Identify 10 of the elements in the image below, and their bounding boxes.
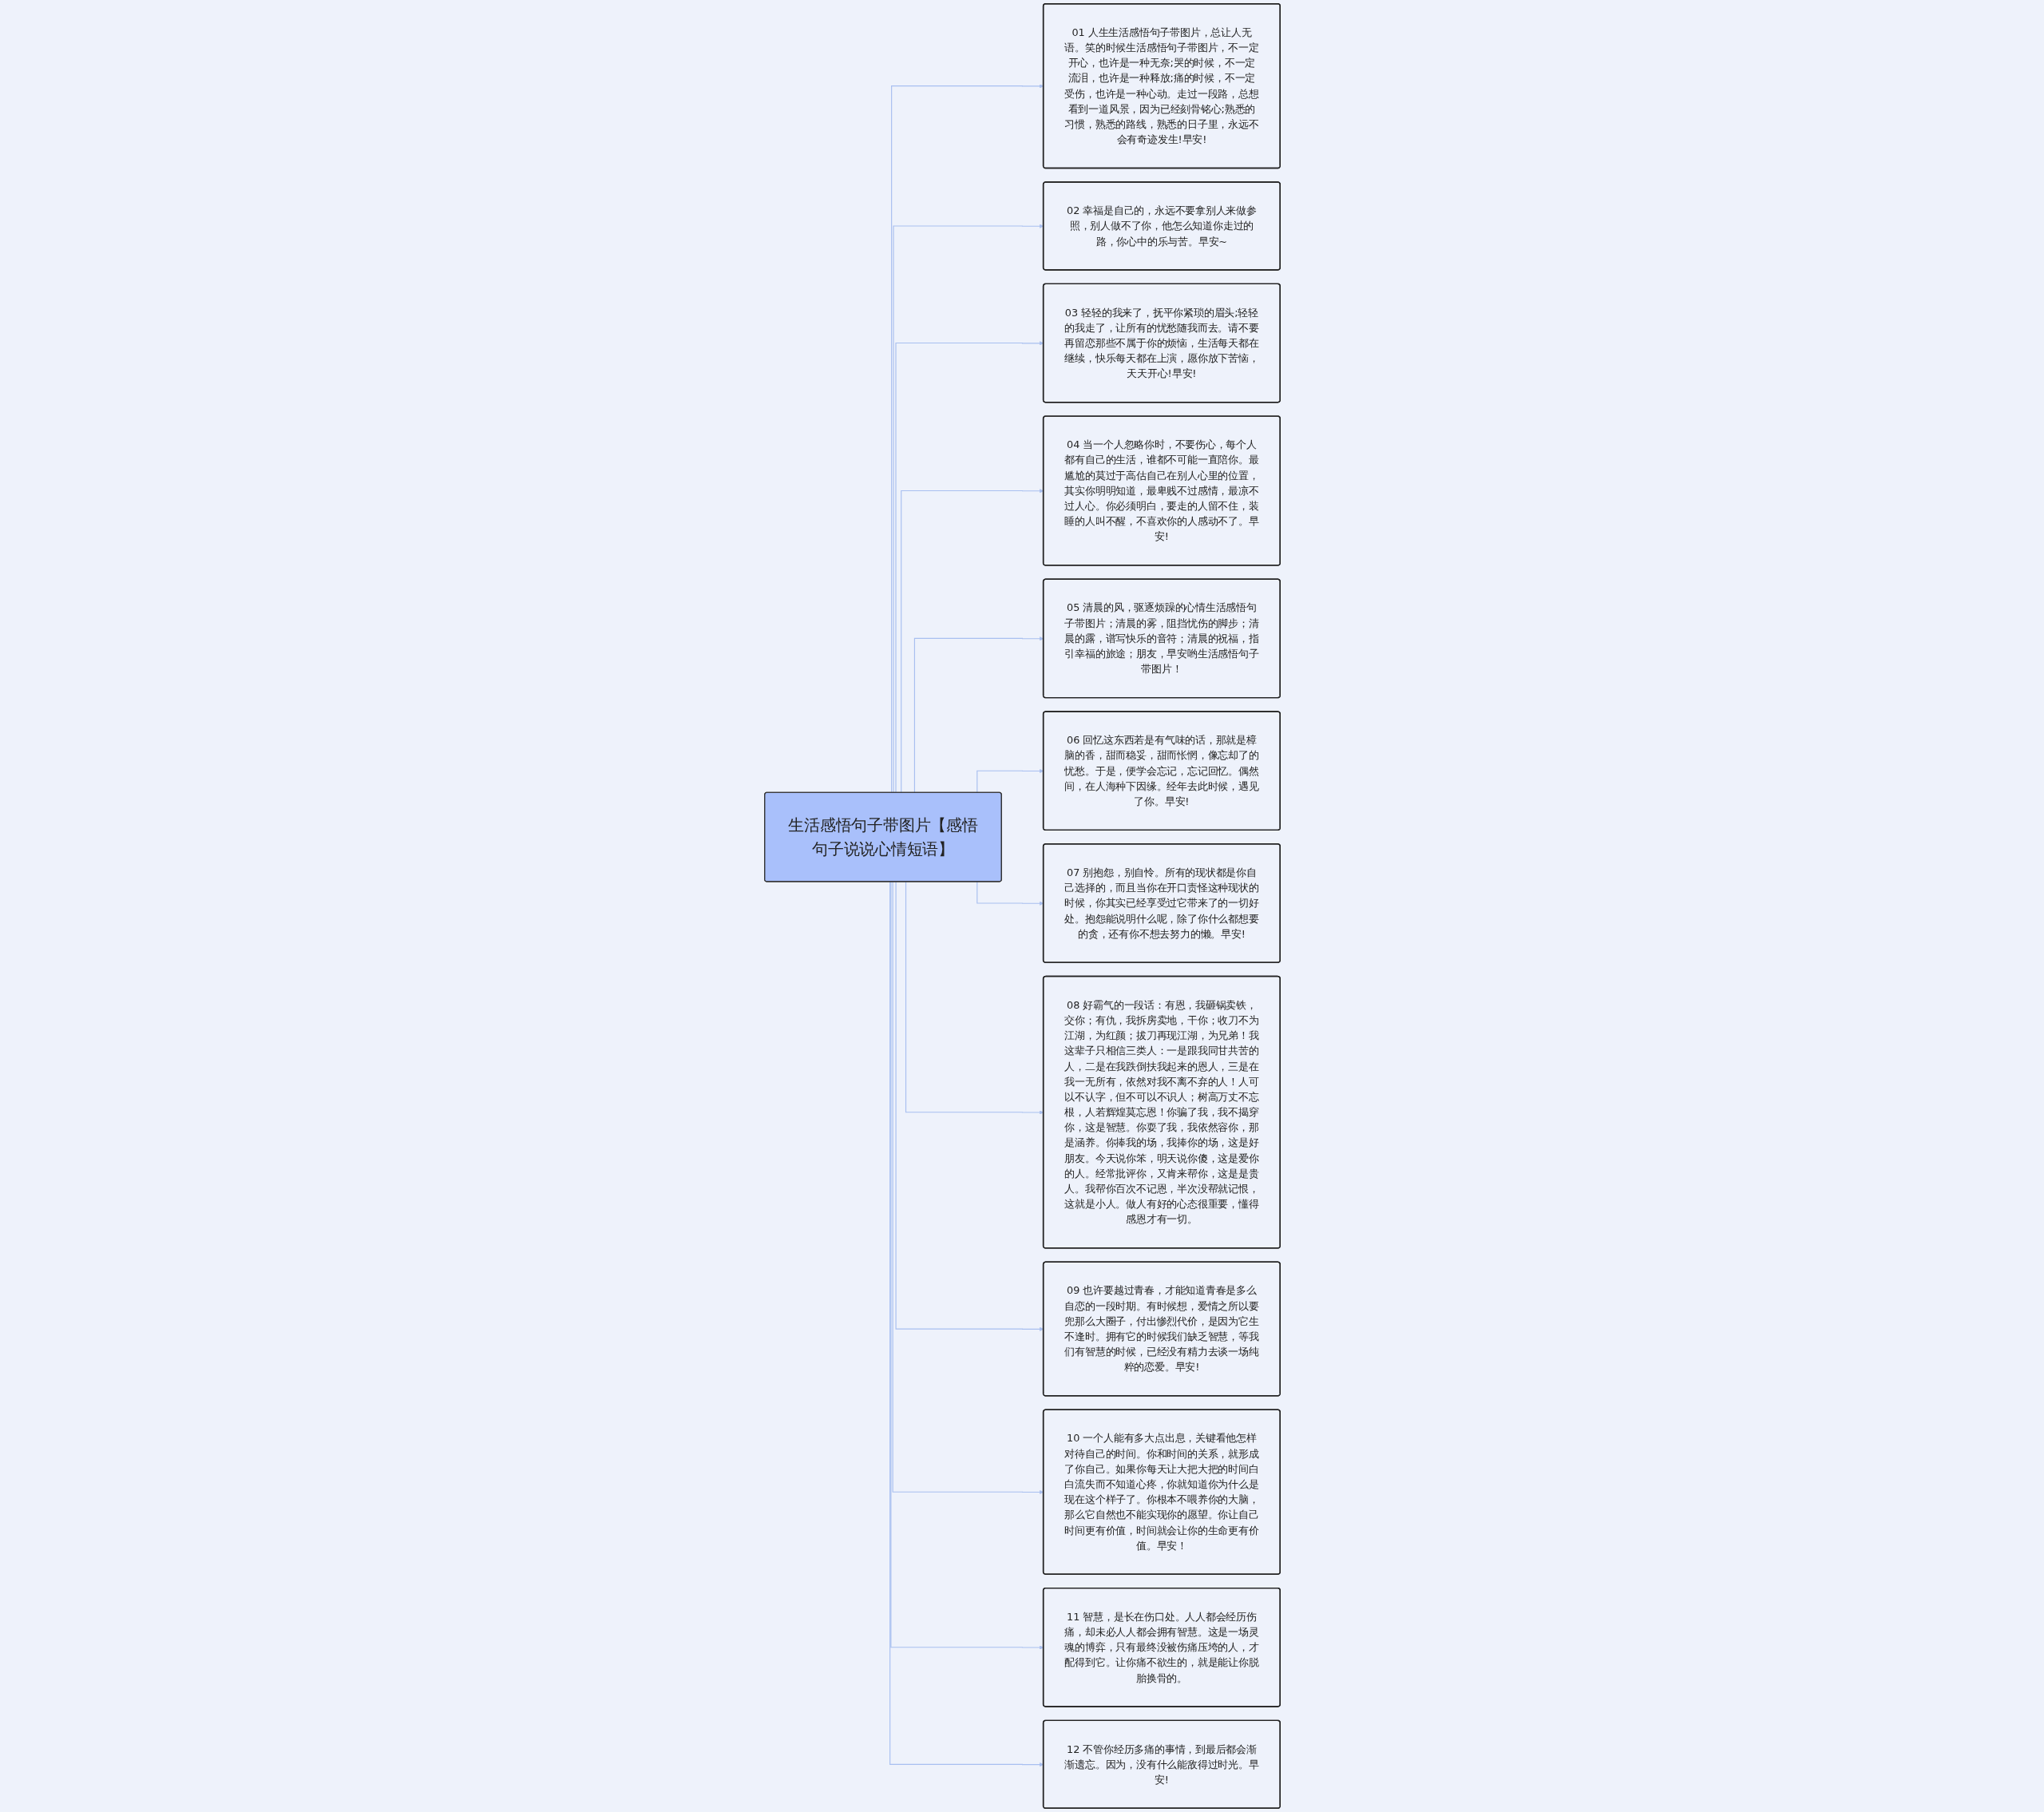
arrow [913,636,1044,794]
arrow [905,881,1044,1115]
arrow [892,881,1044,1495]
arrow [894,341,1044,794]
arrow [892,224,1044,794]
arrow [895,881,1044,1331]
arrow [976,881,1044,906]
arrow [890,84,1044,794]
arrow [976,768,1044,794]
arrow [900,489,1044,794]
